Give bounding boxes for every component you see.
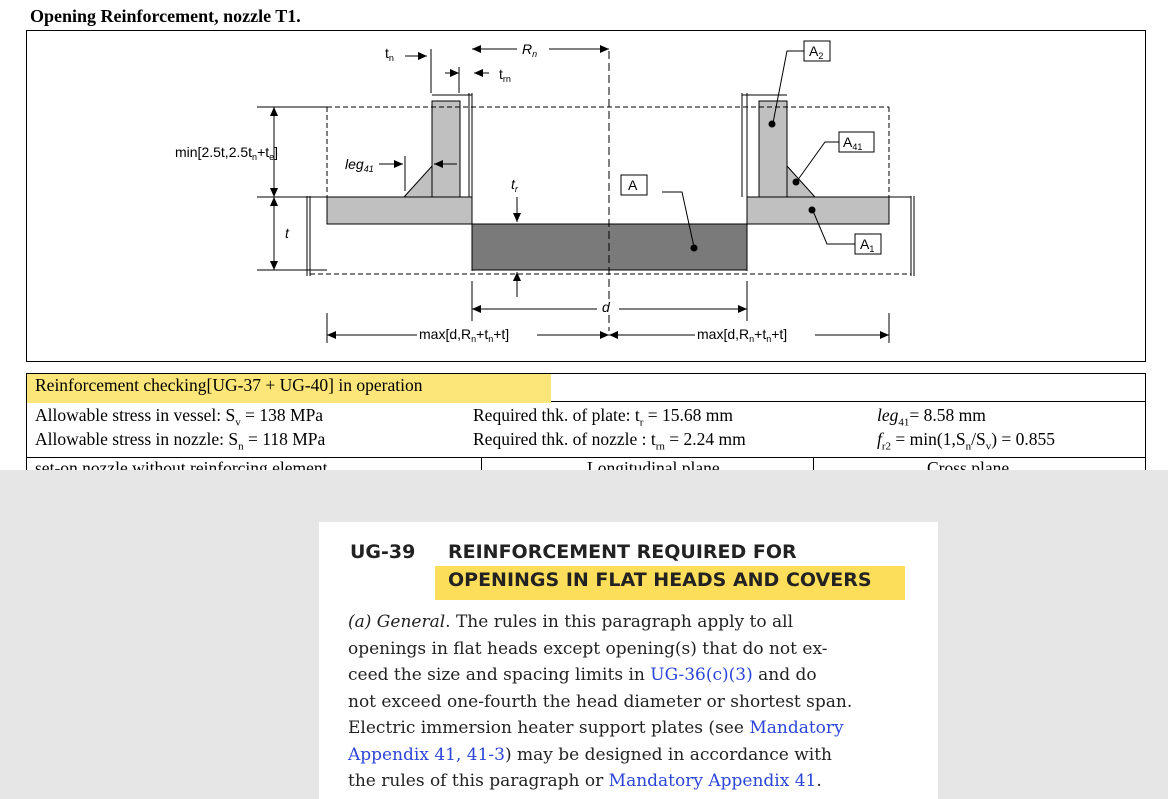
plate-left-section: [326, 196, 473, 225]
leg41-cell: leg41= 8.58 mm: [877, 405, 986, 429]
link-appendix-41[interactable]: Mandatory Appendix 41: [608, 771, 817, 791]
table-row: set-on nozzle without reinforcing elemen…: [27, 457, 1145, 473]
para-lead: (a) General: [348, 612, 446, 632]
table-row: Allowable stress in nozzle: Sn = 118 MPa…: [27, 429, 1145, 453]
table-row: Allowable stress in vessel: Sv = 138 MPa…: [27, 405, 1145, 429]
table-header: Reinforcement checking[UG-37 + UG-40] in…: [35, 375, 423, 395]
asme-page: UG-39 REINFORCEMENT REQUIRED FOR OPENING…: [319, 522, 938, 799]
table-header-highlight: Reinforcement checking[UG-37 + UG-40] in…: [27, 374, 551, 403]
weld-right: [786, 164, 817, 198]
link-appendix-41-3[interactable]: Appendix 41, 41-3: [348, 744, 505, 765]
label-box-a: [620, 174, 648, 196]
label-a2: A2: [809, 43, 823, 61]
label-tn: tn: [385, 45, 394, 63]
document-title: Opening Reinforcement, nozzle T1.: [30, 6, 301, 26]
vessel-stress-cell: Allowable stress in vessel: Sv = 138 MPa: [35, 405, 324, 429]
reinforcement-table: Reinforcement checking[UG-37 + UG-40] in…: [26, 373, 1146, 473]
label-rn: Rn: [522, 41, 537, 59]
label-min: min[2.5t,2.5tn+te]: [175, 144, 278, 162]
weld-left: [402, 164, 433, 198]
label-d: d: [602, 299, 611, 315]
nozzle-thickness-cell: Required thk. of nozzle : trn = 2.24 mm: [473, 429, 746, 453]
section-title-line1: REINFORCEMENT REQUIRED FOR: [448, 541, 797, 563]
fr2-cell: fr2 = min(1,Sn/Sv) = 0.855: [877, 429, 1056, 453]
nozzle-left-wall: [431, 100, 461, 198]
section-number: UG-39: [350, 541, 416, 563]
nozzle-stress-cell: Allowable stress in nozzle: Sn = 118 MPa: [35, 429, 326, 453]
cross-plane-cell: Cross plane: [927, 458, 1010, 473]
longitudinal-plane-cell: Longitudinal plane: [587, 458, 720, 473]
label-a: A: [628, 177, 638, 193]
label-trn: trn: [499, 66, 511, 84]
plate-right-section: [746, 196, 890, 225]
link-mandatory[interactable]: Mandatory: [749, 718, 844, 738]
label-tr: tr: [511, 176, 519, 194]
label-t: t: [285, 225, 290, 241]
table-header-row: Reinforcement checking[UG-37 + UG-40] in…: [27, 374, 1145, 403]
link-ug-36[interactable]: UG-36(c)(3): [650, 665, 753, 685]
label-a41: A41: [843, 134, 862, 152]
section-paragraph: (a) General. The rules in this paragraph…: [348, 612, 853, 791]
label-max-right: max[d,Rn+tn+t]: [697, 326, 787, 344]
reinforcement-diagram: tn trn Rn A2 A41 A A1 min[2.5t,2.5tn+te]…: [26, 30, 1146, 362]
title-highlight: [435, 566, 905, 600]
section-title-line2: OPENINGS IN FLAT HEADS AND COVERS: [448, 569, 872, 591]
plate-thickness-cell: Required thk. of plate: tr = 15.68 mm: [473, 405, 733, 429]
label-a1: A1: [860, 236, 874, 254]
label-leg41: leg41: [345, 156, 374, 174]
label-max-left: max[d,Rn+tn+t]: [419, 326, 509, 344]
diagram-svg: tn trn Rn A2 A41 A A1 min[2.5t,2.5tn+te]…: [175, 40, 915, 344]
nozzle-type-cell: set-on nozzle without reinforcing elemen…: [35, 458, 328, 473]
nozzle-right-wall: [758, 100, 788, 198]
